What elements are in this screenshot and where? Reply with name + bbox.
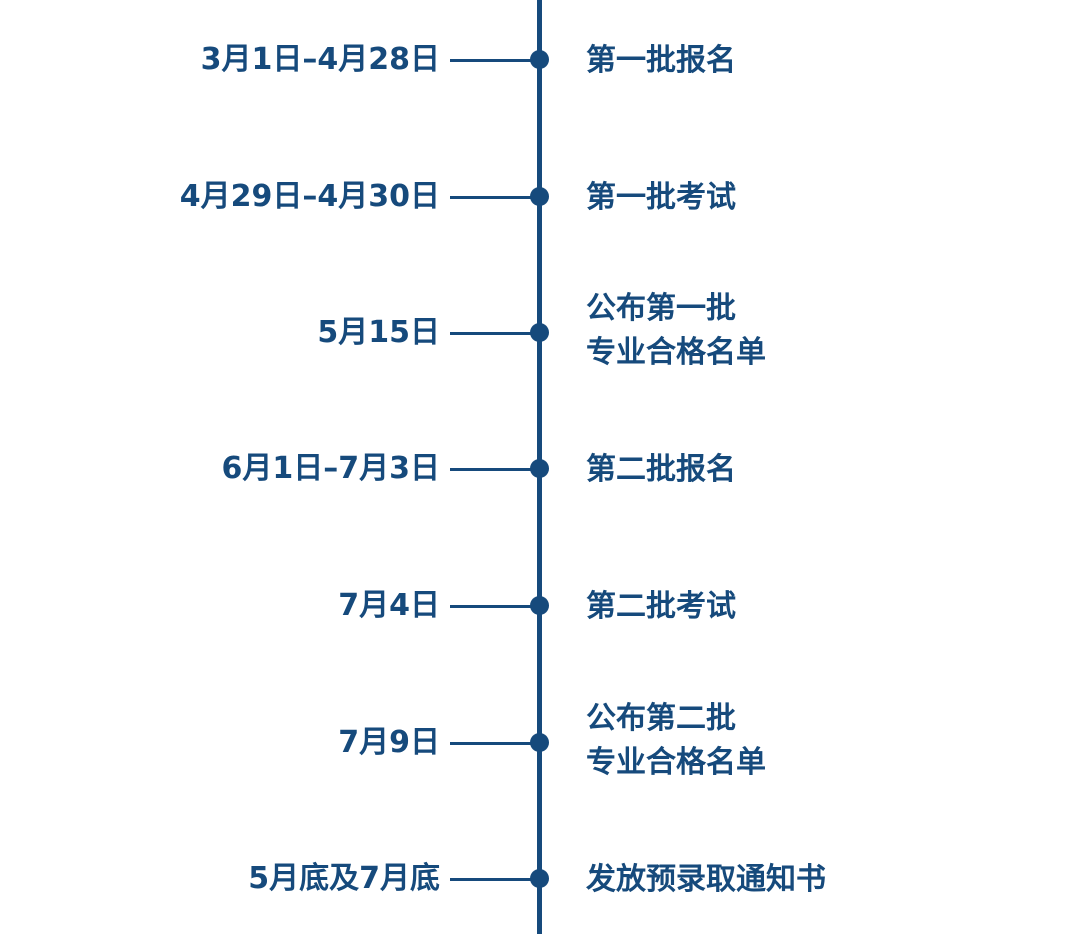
event-date: 7月9日	[338, 725, 440, 760]
event-description-line: 专业合格名单	[586, 335, 766, 370]
event-description-line: 第二批报名	[586, 452, 736, 487]
event-description-line: 专业合格名单	[586, 745, 766, 780]
event-description: 发放预录取通知书	[586, 858, 826, 902]
event-connector	[450, 741, 540, 745]
event-description: 第二批报名	[586, 448, 736, 492]
event-description-line: 公布第二批	[586, 701, 736, 736]
event-description-line: 发放预录取通知书	[586, 862, 826, 897]
event-description-line: 第二批考试	[586, 589, 736, 624]
event-marker	[530, 50, 549, 69]
event-date: 6月1日–7月3日	[221, 451, 441, 486]
event-marker	[530, 869, 549, 888]
event-connector	[450, 195, 540, 199]
event-description-line: 公布第一批	[586, 291, 736, 326]
event-connector	[450, 467, 540, 471]
event-date: 3月1日–4月28日	[200, 42, 440, 77]
event-description: 公布第二批 专业合格名单	[586, 697, 766, 785]
event-marker	[530, 596, 549, 615]
event-date: 5月15日	[317, 315, 440, 350]
event-marker	[530, 323, 549, 342]
event-description: 公布第一批 专业合格名单	[586, 287, 766, 375]
event-date: 4月29日–4月30日	[179, 179, 440, 214]
event-connector	[450, 604, 540, 608]
event-connector	[450, 58, 540, 62]
event-description: 第一批考试	[586, 176, 736, 220]
event-marker	[530, 459, 549, 478]
event-description: 第一批报名	[586, 39, 736, 83]
event-marker	[530, 733, 549, 752]
event-date: 5月底及7月底	[248, 861, 440, 896]
event-date: 7月4日	[338, 588, 440, 623]
event-description: 第二批考试	[586, 585, 736, 629]
event-description-line: 第一批报名	[586, 43, 736, 78]
event-connector	[450, 877, 540, 881]
event-description-line: 第一批考试	[586, 180, 736, 215]
event-connector	[450, 331, 540, 335]
event-marker	[530, 187, 549, 206]
